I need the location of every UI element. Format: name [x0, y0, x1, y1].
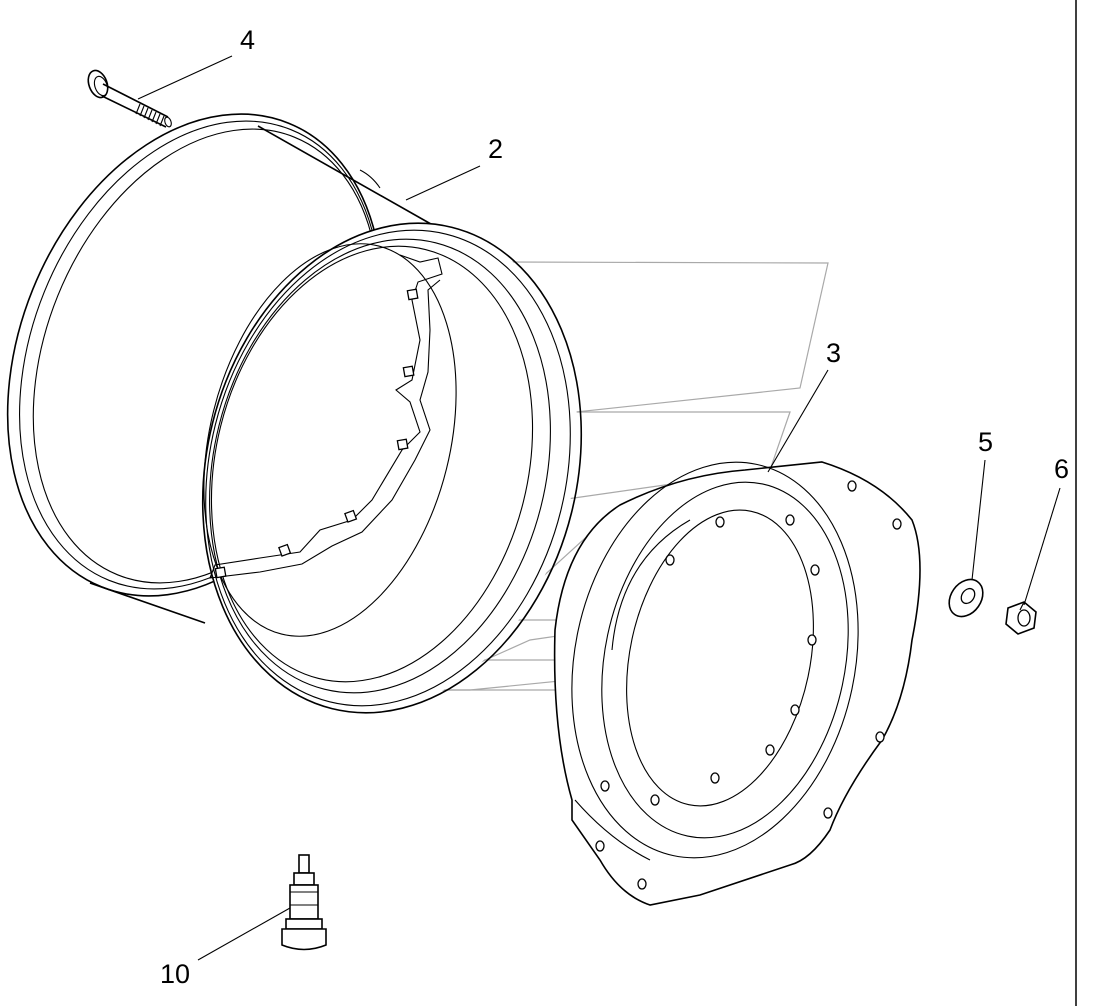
wheel-rim-part [6, 113, 583, 714]
callout-5: 5 [978, 427, 993, 457]
callout-2: 2 [488, 134, 503, 164]
tire-valve-part [281, 854, 327, 951]
wheel-disc-part [553, 461, 921, 906]
callout-6: 6 [1054, 454, 1069, 484]
callout-4: 4 [240, 25, 255, 55]
bolt-part [87, 69, 172, 128]
washer-part [948, 578, 984, 618]
callout-3: 3 [826, 338, 841, 368]
nut-part [1005, 601, 1037, 635]
leader-lines [137, 55, 1061, 961]
callout-10: 10 [160, 959, 190, 989]
